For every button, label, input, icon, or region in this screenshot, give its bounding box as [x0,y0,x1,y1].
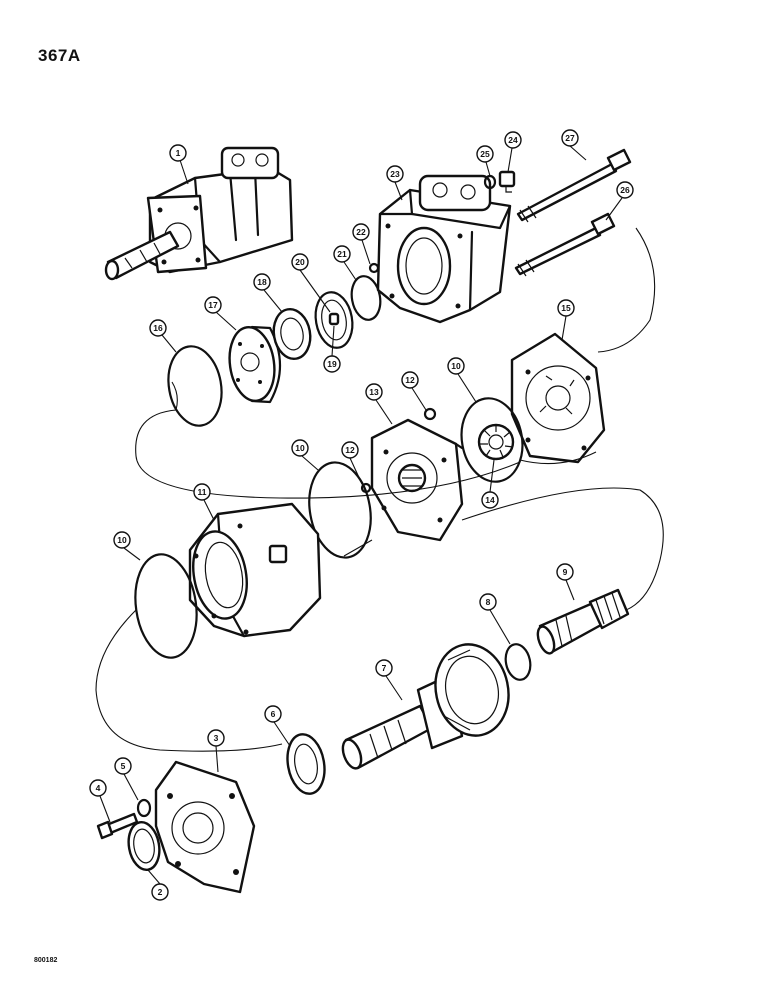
svg-text:1: 1 [176,148,181,158]
callout-10-upper: 10 [447,357,465,375]
callout-12-lower: 12 [341,441,359,459]
part-4-cap-screw [96,812,139,840]
part-20-washer [314,291,354,349]
callout-2: 2 [151,883,169,901]
callout-18: 18 [253,273,271,291]
part-21-ring [350,275,382,321]
callout-15: 15 [557,299,575,317]
callout-24: 24 [504,131,522,149]
callout-6: 6 [264,705,282,723]
assembly-loop-upper [135,227,656,499]
svg-text:8: 8 [486,597,491,607]
part-9-drive-shaft [536,588,630,655]
callout-27: 27 [561,129,579,147]
callout-1: 1 [169,144,187,162]
svg-text:4: 4 [96,783,101,793]
callout-7: 7 [375,659,393,677]
part-16-seal-ring [167,345,223,427]
part-2-o-ring [127,821,161,871]
svg-text:5: 5 [121,761,126,771]
svg-text:23: 23 [390,169,400,179]
callout-3: 3 [207,729,225,747]
svg-text:9: 9 [563,567,568,577]
part-23-housing [376,174,512,324]
svg-text:12: 12 [405,375,415,385]
part-10-seal-ring-lower [134,553,198,659]
callout-11: 11 [193,483,211,501]
part-18-seal [272,307,312,361]
callout-13: 13 [365,383,383,401]
part-10-seal-ring-upper [460,397,524,483]
assembly-loop-lower [95,487,664,752]
svg-text:12: 12 [345,445,355,455]
svg-text:19: 19 [327,359,337,369]
part-3-mounting-flange [154,760,256,894]
part-12-ball-upper [423,407,437,421]
callout-leaders [99,145,623,885]
part-5-washer [136,798,152,818]
callout-5: 5 [114,757,132,775]
callout-8: 8 [479,593,497,611]
callout-10-lower: 10 [113,531,131,549]
callout-19: 19 [323,355,341,373]
part-15-end-cover [510,332,606,464]
svg-text:17: 17 [208,300,218,310]
part-22-o-ring [368,262,380,274]
svg-text:25: 25 [480,149,490,159]
svg-text:21: 21 [337,249,347,259]
callout-14: 14 [481,491,499,509]
callout-12-upper: 12 [401,371,419,389]
svg-text:26: 26 [620,185,630,195]
svg-text:3: 3 [214,733,219,743]
svg-text:11: 11 [198,487,207,497]
svg-text:13: 13 [369,387,379,397]
part-8-o-ring [504,643,532,681]
part-7-output-shaft [341,643,510,770]
svg-text:10: 10 [295,443,305,453]
page-number: 367A [38,46,81,65]
part-1-motor-assembly [104,146,294,281]
part-10-seal-ring-middle [308,461,372,559]
callout-16: 16 [149,319,167,337]
svg-text:27: 27 [565,133,575,143]
callout-23: 23 [386,165,404,183]
svg-text:6: 6 [271,709,276,719]
svg-text:24: 24 [508,135,518,145]
part-17-end-plate [228,325,281,404]
callout-10-middle: 10 [291,439,309,457]
part-13-gerotor-plate [370,418,464,542]
part-6-shaft-seal [286,733,326,795]
svg-text:22: 22 [356,227,366,237]
svg-text:20: 20 [295,257,305,267]
svg-text:15: 15 [561,303,571,313]
drawing-code: 800182 [34,957,58,964]
svg-text:16: 16 [153,323,163,333]
callout-17: 17 [204,296,222,314]
part-14-star-rotor [477,423,515,461]
svg-text:10: 10 [117,535,127,545]
part-27-long-bolt [516,148,632,223]
svg-text:10: 10 [451,361,461,371]
svg-text:14: 14 [485,495,495,505]
svg-text:18: 18 [257,277,267,287]
callout-26: 26 [616,181,634,199]
callout-22: 22 [352,223,370,241]
callout-20: 20 [291,253,309,271]
part-24-plug [498,170,516,193]
svg-text:7: 7 [382,663,387,673]
callout-9: 9 [556,563,574,581]
callout-25: 25 [476,145,494,163]
part-19-pin [328,312,340,326]
svg-text:2: 2 [158,887,163,897]
callout-21: 21 [333,245,351,263]
callout-4: 4 [89,779,107,797]
part-11-body [188,502,322,638]
part-26-long-bolt [514,212,616,277]
assembly-loop-upper-link [171,381,597,465]
